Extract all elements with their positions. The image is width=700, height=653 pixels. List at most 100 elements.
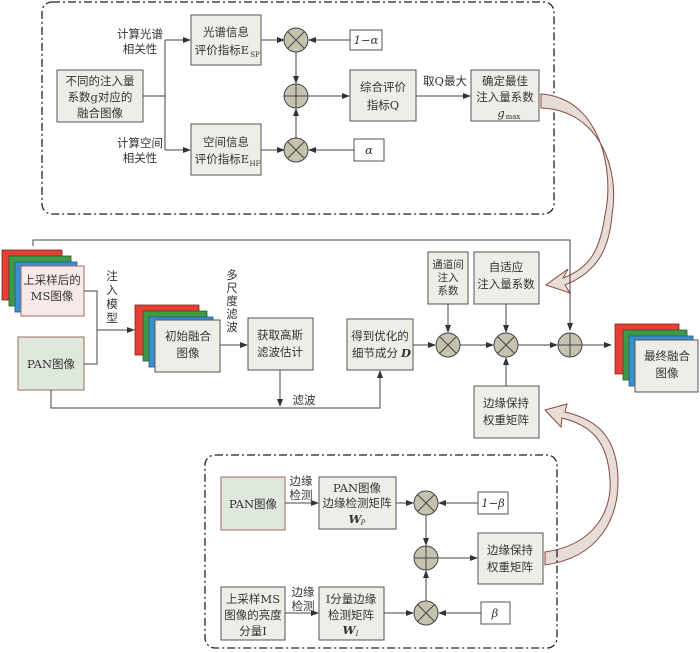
spatial-index-box: 空间信息 评价指标E HF: [190, 123, 262, 176]
gaussian-line1: 获取高斯: [257, 328, 303, 342]
spectral-index-subscript: SP: [250, 51, 260, 59]
interchannel-line1: 通道间: [432, 258, 464, 271]
interchannel-line2: 注入: [438, 271, 459, 284]
final-fusion-line1: 最终融合: [644, 349, 690, 363]
branch-spatial-line1: 计算空间: [117, 136, 163, 150]
pan-edge-subscript: P: [360, 519, 366, 527]
pan-image-box: PAN图像: [17, 336, 85, 391]
adaptive-line2: 注入量系数: [477, 277, 535, 291]
spectral-index-box: 光谱信息 评价指标E SP: [190, 14, 262, 66]
edge-weight-box-bottom: 边缘保持 权重矩阵: [477, 532, 544, 585]
multiply-operator-bottom-1: [413, 490, 439, 516]
detail-symbol: D: [400, 346, 411, 360]
ms-image-line2: MS图像: [31, 289, 74, 303]
top-input-box: 不同的注入量 系数g对应的 融合图像: [56, 69, 144, 123]
ms-image-line1: 上采样后的: [23, 273, 81, 287]
interchannel-coef-box: 通道间 注入 系数: [427, 251, 469, 305]
edge-weight-bottom-line1: 边缘保持: [487, 543, 533, 557]
bypass-line-ms-to-add: [32, 239, 573, 331]
multiscale-label-3: 度: [226, 294, 238, 308]
multiscale-label-5: 波: [226, 320, 238, 334]
i-edge-line2: 检测矩阵: [328, 608, 374, 622]
bottom-panel-frame: [204, 454, 558, 649]
i-edge-matrix-box: I分量边缘 检测矩阵 W I: [318, 586, 385, 641]
edge-weight-mid-line1: 边缘保持: [483, 396, 529, 410]
detail-line2: 细节成分: [352, 346, 398, 360]
pan-edge-line2: 边缘检测矩阵: [323, 496, 392, 510]
best-gain-line2: 注入量系数: [476, 90, 534, 104]
best-gain-symbol: g: [497, 106, 504, 120]
edge-weight-box-mid: 边缘保持 权重矩阵: [473, 385, 540, 439]
weight-1-alpha-label: 1−α: [354, 33, 379, 47]
injection-label-1: 注: [106, 269, 118, 283]
gaussian-line2: 滤波估计: [257, 345, 303, 359]
initial-fusion-line1: 初始融合: [165, 329, 211, 343]
combined-index-line1: 综合评价: [360, 80, 406, 94]
adaptive-coef-box: 自适应 注入量系数: [473, 251, 540, 305]
add-operator-bottom: [413, 545, 439, 571]
edge-weight-bottom-line2: 权重矩阵: [487, 560, 533, 574]
take-q-max-label: 取Q最大: [423, 74, 467, 88]
final-fusion-line2: 图像: [656, 366, 679, 380]
spectral-index-line1: 光谱信息: [203, 25, 249, 39]
adaptive-line1: 自适应: [489, 260, 524, 274]
input-box-line3: 融合图像: [77, 106, 123, 120]
multiscale-label-4: 滤: [226, 307, 238, 321]
multiply-operator-top: [283, 27, 309, 53]
branch-connector: [143, 40, 166, 150]
pan-edge-symbol: W: [349, 512, 363, 526]
i-edge-subscript: I: [355, 630, 359, 638]
spatial-index-line1: 空间信息: [203, 135, 249, 149]
add-operator-mid: [557, 332, 583, 358]
spatial-index-line2: 评价指标E: [195, 152, 249, 166]
weight-alpha-label: α: [365, 143, 373, 157]
best-gain-box: 确定最佳 注入量系数 g max: [470, 69, 540, 122]
curved-arrow-edge-to-weight: [544, 403, 619, 566]
edge-detect-1-line1: 边缘: [290, 474, 313, 488]
branch-spatial-line2: 相关性: [123, 151, 158, 165]
branch-spectral-line2: 相关性: [123, 42, 158, 56]
multiply-operator-mid-2: [493, 332, 519, 358]
multiply-operator-mid-1: [435, 332, 461, 358]
gaussian-estimate-box: 获取高斯 滤波估计: [247, 317, 314, 371]
weight-alpha-box: α: [353, 138, 385, 162]
weight-beta-label: β: [491, 606, 499, 620]
best-gain-subscript: max: [506, 113, 521, 121]
best-gain-line1: 确定最佳: [482, 74, 528, 88]
multiply-operator-bottom: [283, 137, 309, 163]
filter-line-pan-to-detail: [50, 370, 383, 409]
filter-label: 滤波: [293, 393, 316, 407]
edge-detect-1-line2: 检测: [290, 488, 313, 502]
input-box-line2: 系数g对应的: [68, 90, 133, 104]
weight-1-beta-box: 1−β: [477, 491, 509, 515]
injection-label-2: 入: [106, 283, 118, 297]
combined-index-box: 综合评价 指标Q: [349, 69, 417, 122]
injection-label-4: 型: [106, 311, 118, 325]
weight-1-beta-label: 1−β: [481, 496, 505, 510]
spatial-index-subscript: HF: [250, 160, 261, 168]
multiply-operator-bottom-2: [413, 600, 439, 626]
add-operator-top: [283, 83, 309, 109]
i-edge-line1: I分量边缘: [326, 592, 377, 606]
combined-index-line2: 指标Q: [367, 98, 399, 112]
detail-line1: 得到优化的: [351, 329, 409, 343]
ms-intensity-box: 上采样MS 图像的亮度 分量I: [220, 586, 286, 641]
edge-detect-2-line1: 边缘: [292, 585, 315, 599]
pan-image-label: PAN图像: [27, 357, 76, 371]
ms-intensity-line1: 上采样MS: [226, 592, 280, 606]
initial-fusion-stack: 初始融合 图像: [134, 304, 221, 373]
pan-edge-line1: PAN图像: [333, 481, 382, 495]
multiscale-label-2: 尺: [226, 281, 238, 295]
pan-edge-matrix-box: PAN图像 边缘检测矩阵 W P: [318, 476, 397, 530]
ms-image-stack: 上采样后的 MS图像: [1, 249, 85, 317]
injection-label-3: 模: [106, 297, 118, 311]
pan-image-box-bottom: PAN图像: [220, 476, 286, 531]
detail-component-box: 得到优化的 细节成分 D: [346, 318, 414, 371]
interchannel-line3: 系数: [438, 284, 459, 297]
ms-intensity-line2: 图像的亮度: [224, 608, 282, 622]
ms-intensity-line3: 分量I: [239, 624, 267, 638]
weight-1-alpha-box: 1−α: [349, 29, 383, 51]
spectral-index-line2: 评价指标E: [195, 43, 249, 57]
curved-arrow-gmax-to-adaptive: [540, 93, 615, 294]
